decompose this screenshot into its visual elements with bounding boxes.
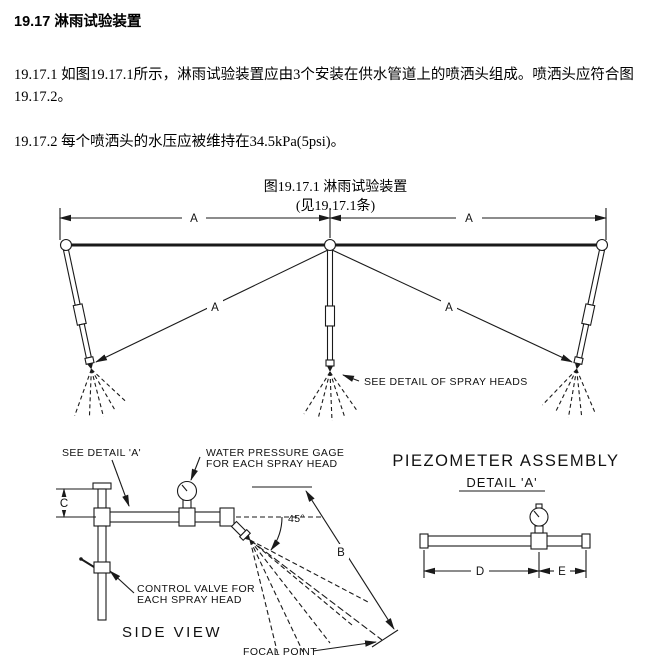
spray-head-right <box>540 244 630 424</box>
gage-note-leader <box>190 456 201 481</box>
figure-19-17-1-drawing: A A A A SEE DETAIL OF SPRAY HEADS SEE DE… <box>40 208 630 658</box>
cap-stub-pipe <box>97 488 107 509</box>
gauge-stub <box>182 499 192 509</box>
spray-fan <box>249 539 383 656</box>
dim-e-label: E <box>558 566 566 578</box>
spray-heads-note: SEE DETAIL OF SPRAY HEADS <box>364 376 528 388</box>
angle-arc <box>270 516 283 551</box>
piezometer-assembly: PIEZOMETER ASSEMBLY DETAIL 'A' <box>392 452 619 578</box>
figure-caption-ref: (见19.17.1条) <box>295 199 376 214</box>
dimension-d-e <box>423 550 587 578</box>
paragraph-19-17-1: 19.17.1 如图19.17.1所示，淋雨试验装置应由3个安装在供水管道上的喷… <box>14 67 634 105</box>
spray-heads-note-leader <box>342 374 360 382</box>
figure-caption-title: 图19.17.1 淋雨试验装置 <box>263 180 408 195</box>
pipe-joint-left <box>59 238 73 252</box>
gauge-tee <box>178 507 196 527</box>
right-elbow <box>219 507 235 527</box>
nozzle-45 <box>230 520 252 542</box>
see-detail-a-leader <box>111 459 130 507</box>
spray-head-left <box>40 243 130 424</box>
dim-a-left-label: A <box>190 213 198 225</box>
side-view: SEE DETAIL 'A' WATER PRESSURE GAGE FOR E… <box>56 447 399 658</box>
dim-a-right-label: A <box>465 213 473 225</box>
detail-gauge-needle <box>533 510 540 518</box>
dimension-a-top <box>59 208 607 240</box>
pipe-joint-right <box>595 238 609 252</box>
paragraph-19-17-2: 19.17.2 每个喷洒头的水压应被维持在34.5kPa(5psi)。 <box>14 134 346 150</box>
left-elbow <box>93 507 111 527</box>
focal-point-label: FOCAL POINT <box>243 646 317 658</box>
piezometer-title: PIEZOMETER ASSEMBLY <box>392 452 619 470</box>
dim-b-label: B <box>337 547 345 559</box>
dim-d-label: D <box>476 566 484 578</box>
control-valve-knob <box>79 557 83 561</box>
horizontal-pipe <box>99 511 233 523</box>
see-detail-a-note: SEE DETAIL 'A' <box>62 447 141 459</box>
dimension-c <box>56 488 96 518</box>
valve-note-line1: CONTROL VALVE FOR <box>137 583 255 595</box>
dim-a-diag-left-label: A <box>211 302 219 314</box>
valve-note-leader <box>109 570 135 594</box>
detail-gauge-stub <box>534 525 544 534</box>
control-valve-handle <box>80 558 95 568</box>
detail-pipe <box>427 535 583 547</box>
dim-a-diag-right-label: A <box>445 302 453 314</box>
pipe-cap <box>92 482 112 490</box>
gauge-needle <box>181 484 188 492</box>
gage-note-line1: WATER PRESSURE GAGE <box>206 447 344 459</box>
detail-pipe-cap-right <box>581 533 591 549</box>
detail-pipe-cap-left <box>419 533 429 549</box>
figure-caption: 图19.17.1 淋雨试验装置 (见19.17.1条) <box>0 178 671 216</box>
detail-tee <box>530 532 548 550</box>
pipe-joint-center <box>323 238 337 252</box>
detail-gauge-nub <box>535 503 543 509</box>
piezometer-detail-title: DETAIL 'A' <box>466 475 537 490</box>
dim-c-label: C <box>60 498 68 510</box>
dimension-b <box>252 486 399 648</box>
control-valve-body <box>93 561 111 574</box>
gage-note-line2: FOR EACH SPRAY HEAD <box>206 458 338 470</box>
side-view-title: SIDE VIEW <box>122 624 222 641</box>
valve-note-line2: EACH SPRAY HEAD <box>137 594 242 606</box>
spray-head-center <box>303 249 359 422</box>
angle-45-label: 45° <box>288 513 305 525</box>
section-title: 19.17 淋雨试验装置 <box>14 14 142 30</box>
focal-point-leader <box>312 640 377 652</box>
